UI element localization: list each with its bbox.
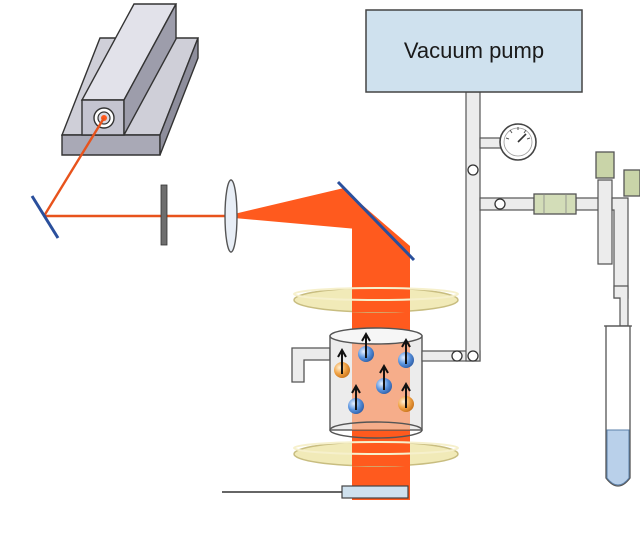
laser-source-icon (60, 3, 200, 156)
atom-spin-up-icon (398, 337, 414, 368)
vacuum-pump-label: Vacuum pump (404, 38, 544, 63)
mirror-icon (336, 180, 416, 262)
photodetector (222, 485, 409, 499)
stopcock-left (595, 151, 615, 179)
magnetic-coil-bottom (293, 441, 459, 467)
valve-icon (467, 350, 479, 362)
atom-spin-up-icon (334, 347, 350, 378)
magnetic-coil-top (293, 287, 459, 313)
pressure-gauge-icon (499, 123, 537, 161)
stopcock-right (623, 169, 640, 197)
valve-icon (533, 193, 577, 215)
laser-beam-path (42, 117, 234, 218)
atom-spin-up-icon (348, 383, 364, 414)
polarizer-plate (160, 184, 168, 246)
vacuum-pump-box: Vacuum pump (365, 9, 583, 93)
expanding-laser-beam (234, 188, 390, 232)
vacuum-line (421, 91, 629, 362)
atom-spin-up-icon (358, 331, 374, 362)
sample-test-tube (604, 325, 632, 487)
valve-icon (451, 350, 463, 362)
atom-spin-up-icon (398, 381, 414, 412)
valve-icon (494, 198, 506, 210)
valve-icon (467, 164, 479, 176)
mirror-icon (30, 195, 60, 239)
atom-spin-up-icon (376, 363, 392, 394)
lens-icon (224, 179, 238, 253)
